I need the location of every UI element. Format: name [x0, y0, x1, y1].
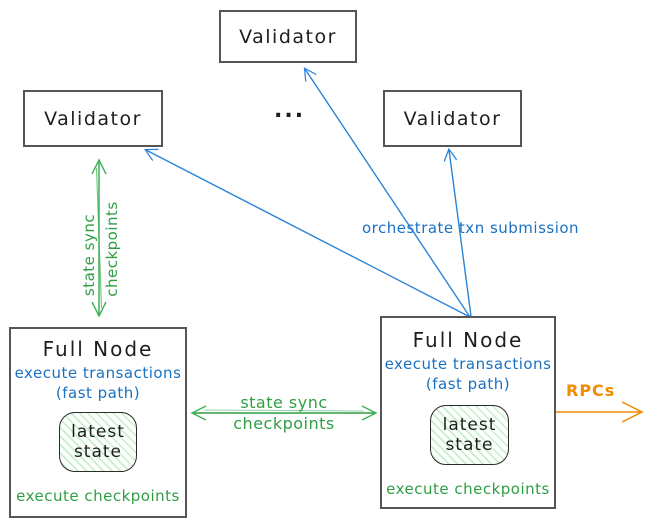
- arrow-orchestrate-to-left-validator: [144, 148, 471, 318]
- state-sync-middle-label-line1: state sync: [240, 393, 328, 412]
- latest-state-box-left: latest state: [59, 412, 137, 472]
- latest-state-right-line1: latest: [442, 414, 497, 435]
- full-node-right-title: Full Node: [412, 328, 524, 352]
- latest-state-right-line2: state: [445, 435, 494, 455]
- validator-left-label: Validator: [44, 107, 142, 130]
- arrow-state-sync-horizontal: [190, 405, 378, 421]
- arrow-orchestrate-to-right-validator: [443, 147, 472, 317]
- full-node-left-title: Full Node: [42, 337, 154, 361]
- orchestrate-txn-submission-label: orchestrate txn submission: [362, 219, 580, 237]
- validator-right-label: Validator: [403, 107, 502, 130]
- latest-state-left-line2: state: [73, 442, 123, 462]
- full-node-box-right: Full Node execute transactions (fast pat…: [380, 316, 556, 509]
- arrow-state-sync-vertical: [91, 158, 107, 318]
- full-node-right-execute-transactions: execute transactions: [384, 355, 552, 373]
- arrow-orchestrate-to-top-validator: [303, 67, 471, 318]
- validator-box-right: Validator: [383, 90, 522, 147]
- state-sync-middle-label-line2: checkpoints: [233, 414, 335, 433]
- full-node-left-execute-transactions: execute transactions: [14, 364, 182, 382]
- full-node-left-fast-path: (fast path): [55, 384, 141, 402]
- full-node-right-fast-path: (fast path): [425, 375, 511, 393]
- full-node-left-execute-checkpoints: execute checkpoints: [16, 487, 180, 505]
- state-sync-vertical-label-line2: checkpoints: [103, 201, 121, 297]
- latest-state-left-line1: latest: [71, 421, 125, 442]
- validator-box-left: Validator: [23, 90, 163, 147]
- latest-state-box-right: latest state: [430, 405, 509, 465]
- rpcs-label: RPCs: [566, 381, 616, 400]
- full-node-box-left: Full Node execute transactions (fast pat…: [9, 327, 187, 518]
- validator-top-label: Validator: [239, 25, 337, 48]
- full-node-right-execute-checkpoints: execute checkpoints: [386, 480, 550, 498]
- state-sync-vertical-label-line1: state sync: [80, 213, 98, 297]
- validator-box-top: Validator: [219, 10, 357, 63]
- more-validators-ellipsis: ...: [274, 98, 306, 123]
